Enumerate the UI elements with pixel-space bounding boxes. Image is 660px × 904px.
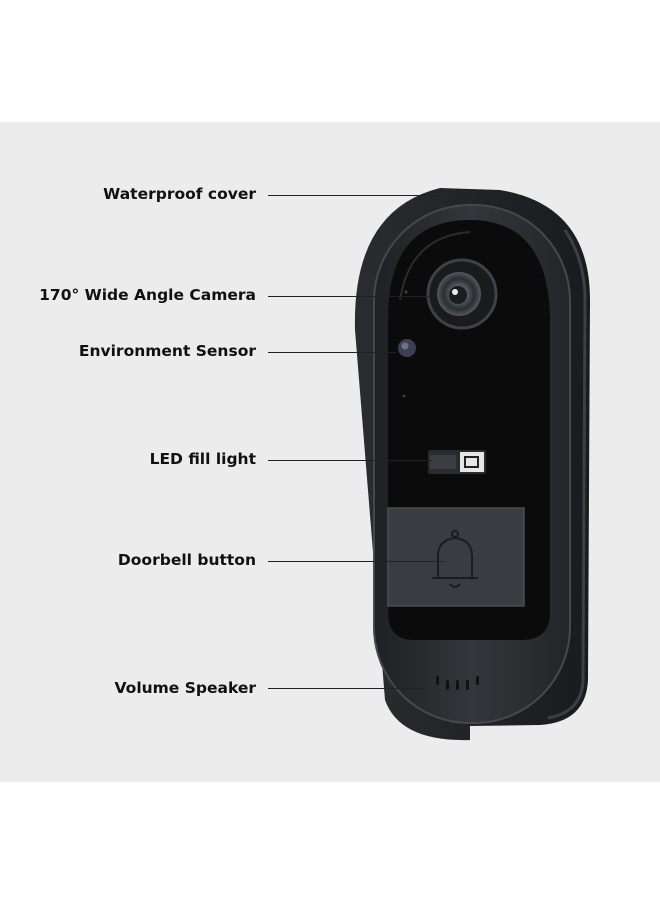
label-volume-speaker: Volume Speaker bbox=[114, 679, 256, 697]
leader-line-waterproof-cover bbox=[268, 195, 440, 197]
label-led-fill-light: LED fill light bbox=[149, 450, 256, 468]
leader-line-led-fill-light bbox=[268, 460, 432, 462]
label-doorbell-button: Doorbell button bbox=[117, 551, 256, 569]
bell-icon bbox=[432, 530, 478, 588]
label-waterproof-cover: Waterproof cover bbox=[103, 185, 256, 203]
label-environment-sensor: Environment Sensor bbox=[78, 342, 256, 360]
label-wide-angle-camera: 170° Wide Angle Camera bbox=[39, 286, 256, 304]
speaker-grill-icon bbox=[436, 676, 479, 690]
leader-line-doorbell-button bbox=[268, 561, 444, 563]
leader-line-volume-speaker bbox=[268, 688, 424, 690]
leader-line-wide-angle-camera bbox=[268, 296, 430, 298]
leader-line-environment-sensor bbox=[268, 352, 396, 354]
doorbell-button-shape bbox=[388, 508, 524, 606]
